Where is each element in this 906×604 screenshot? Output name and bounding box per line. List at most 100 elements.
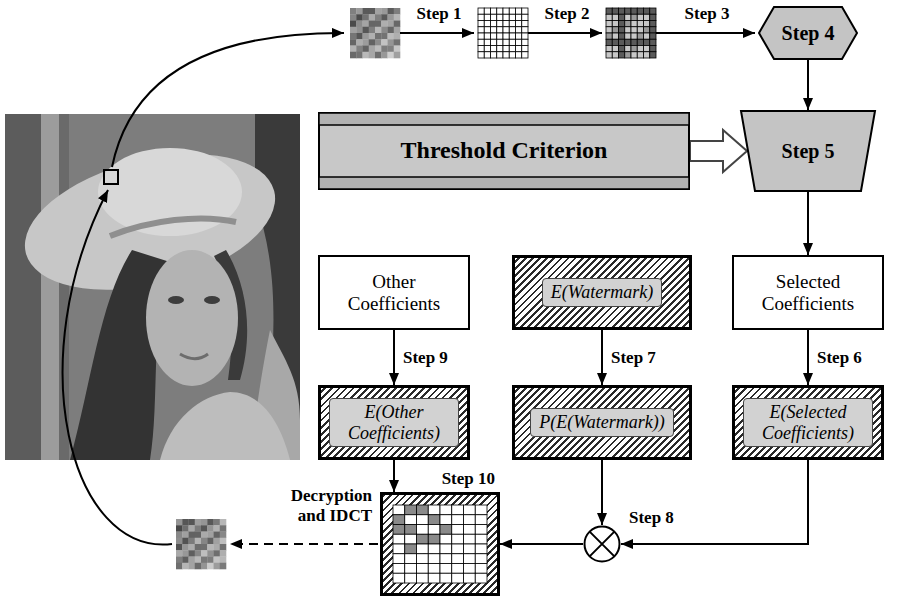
- grid-cell: [637, 39, 643, 45]
- grid-cell: [522, 33, 528, 39]
- grid-cell: [509, 14, 515, 20]
- grid-cell: [619, 21, 625, 27]
- connector: [807, 60, 809, 110]
- coefficient-box: Other Coefficients: [318, 255, 470, 330]
- grid-cell: [428, 554, 440, 564]
- illustration: [5, 8, 755, 569]
- pixel: [176, 563, 183, 570]
- grid-cell: [516, 14, 522, 20]
- pixel: [363, 46, 370, 53]
- pixel: [220, 544, 227, 551]
- band-stripe: [319, 177, 689, 189]
- hat-band: [110, 218, 236, 236]
- hat-crown: [98, 148, 242, 236]
- pixel: [207, 550, 214, 557]
- grid-cell: [464, 564, 476, 574]
- grid-cell: [522, 52, 528, 58]
- grid-cell: [417, 505, 429, 515]
- grid-cell: [405, 544, 417, 554]
- grid-cell: [464, 544, 476, 554]
- grid-cell: [478, 8, 484, 14]
- grid-cell: [475, 573, 487, 583]
- pixel: [388, 52, 395, 59]
- grid-cell: [464, 525, 476, 535]
- grid-cell: [478, 46, 484, 52]
- grid-cell: [417, 554, 429, 564]
- extract-arc: [112, 33, 344, 167]
- pixel: [388, 46, 395, 53]
- photo-eye: [204, 296, 220, 304]
- grid-cell: [606, 39, 612, 45]
- pixel: [214, 519, 221, 526]
- step-label: Step 8: [627, 508, 676, 528]
- grid-cell: [484, 52, 490, 58]
- grid-cell: [475, 525, 487, 535]
- step-label: Step 9: [401, 348, 450, 368]
- pixel: [356, 39, 363, 46]
- grid-cell: [625, 14, 631, 20]
- pixel: [375, 52, 382, 59]
- grid-cell: [484, 27, 490, 33]
- pixel: [363, 14, 370, 21]
- circle-shape: [585, 527, 620, 562]
- grid-cell: [428, 534, 440, 544]
- photo-eye: [168, 296, 184, 304]
- grid-cell: [637, 27, 643, 33]
- pixel: [381, 39, 388, 46]
- pixel: [350, 52, 357, 59]
- grid-cell: [491, 14, 497, 20]
- pixel: [394, 8, 401, 15]
- grid-cell: [612, 8, 618, 14]
- pixel: [388, 39, 395, 46]
- grid-cell: [491, 46, 497, 52]
- grid-cell: [503, 33, 509, 39]
- pixel: [381, 8, 388, 15]
- encrypted-box: P(E(Watermark)): [512, 385, 692, 460]
- grid-cell: [478, 52, 484, 58]
- grid-cell: [612, 39, 618, 45]
- grid-cell: [497, 33, 503, 39]
- pixel-block: [350, 8, 400, 58]
- connector: [393, 460, 395, 492]
- pixel: [350, 8, 357, 15]
- grid-cell: [405, 505, 417, 515]
- grid-cell: [612, 46, 618, 52]
- grid-cell: [503, 14, 509, 20]
- grid-cell: [625, 21, 631, 27]
- pixel: [214, 544, 221, 551]
- pixel: [356, 33, 363, 40]
- return-arc: [63, 190, 172, 545]
- grid-cell: [612, 14, 618, 20]
- pixel: [176, 538, 183, 545]
- pixel: [214, 525, 221, 532]
- grid-cell: [428, 544, 440, 554]
- grid-cell: [393, 515, 405, 525]
- grid-cell: [417, 544, 429, 554]
- grid-cell: [637, 21, 643, 27]
- pixel: [195, 550, 202, 557]
- step-arrow: [656, 32, 755, 34]
- grid-cell: [503, 21, 509, 27]
- node-label: E(Watermark): [542, 278, 662, 307]
- grid-cell: [497, 14, 503, 20]
- band-shape: [319, 113, 689, 189]
- encrypted-box: E(Watermark): [512, 255, 692, 330]
- band-stripe: [319, 113, 689, 125]
- pixel: [381, 21, 388, 28]
- grid-cell: [644, 39, 650, 45]
- grid-cell: [631, 39, 637, 45]
- pixel: [350, 14, 357, 21]
- pixel: [182, 563, 189, 570]
- connector: [807, 192, 809, 255]
- pixel: [195, 538, 202, 545]
- pixel: [195, 525, 202, 532]
- pixel: [201, 544, 208, 551]
- grid-cell: [650, 8, 656, 14]
- grid-cell: [650, 21, 656, 27]
- grid-cell: [522, 8, 528, 14]
- pixel: [375, 14, 382, 21]
- grid-cell: [440, 573, 452, 583]
- grid-cell: [612, 52, 618, 58]
- grid-cell: [637, 33, 643, 39]
